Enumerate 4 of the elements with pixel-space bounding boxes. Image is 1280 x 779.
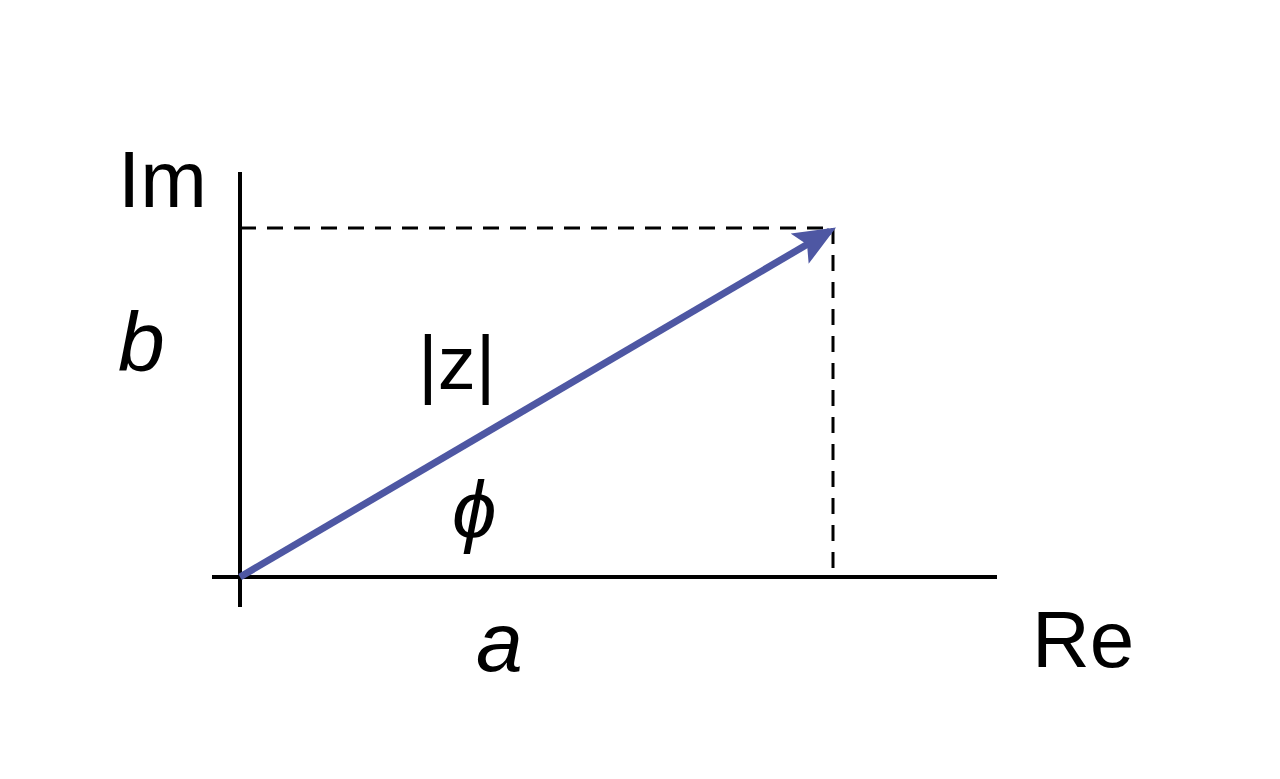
side-label: b xyxy=(118,300,165,384)
axis-label: Im xyxy=(118,140,207,220)
axis-label: Re xyxy=(1032,600,1135,680)
side-label: a xyxy=(476,600,523,684)
